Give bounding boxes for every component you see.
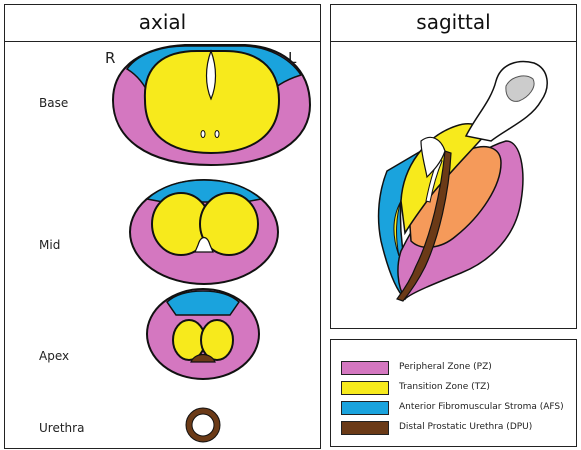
legend-swatch-tz: [341, 381, 389, 395]
base-ejaculatory-duct-left: [215, 131, 219, 138]
axial-panel: axial R L Base Mid Apex Urethra: [4, 4, 321, 449]
sagittal-diagram: [331, 5, 578, 330]
legend-label-pz: Peripheral Zone (PZ): [399, 361, 492, 374]
legend-swatch-pz: [341, 361, 389, 375]
legend-swatch-dpu: [341, 421, 389, 435]
axial-diagram: [5, 5, 322, 450]
axial-urethra-section: [186, 408, 220, 442]
urethra-ring-outline-inner: [192, 414, 214, 436]
legend-label-dpu: Distal Prostatic Urethra (DPU): [399, 421, 532, 434]
axial-mid-section: [130, 180, 278, 284]
axial-base-section: [113, 45, 310, 165]
legend-label-tz: Transition Zone (TZ): [399, 381, 490, 394]
legend-swatch-afs: [341, 401, 389, 415]
base-ejaculatory-duct-right: [201, 131, 205, 138]
urethra-ring: [189, 411, 217, 439]
axial-apex-section: [147, 289, 259, 379]
apex-afs: [167, 291, 239, 315]
sagittal-seminal-vesicle: [466, 62, 547, 141]
legend-label-afs: Anterior Fibromuscular Stroma (AFS): [399, 401, 564, 414]
sagittal-panel: sagittal: [330, 4, 577, 329]
legend-panel: Peripheral Zone (PZ) Transition Zone (TZ…: [330, 339, 577, 447]
apex-transition-zone-left: [201, 320, 233, 360]
